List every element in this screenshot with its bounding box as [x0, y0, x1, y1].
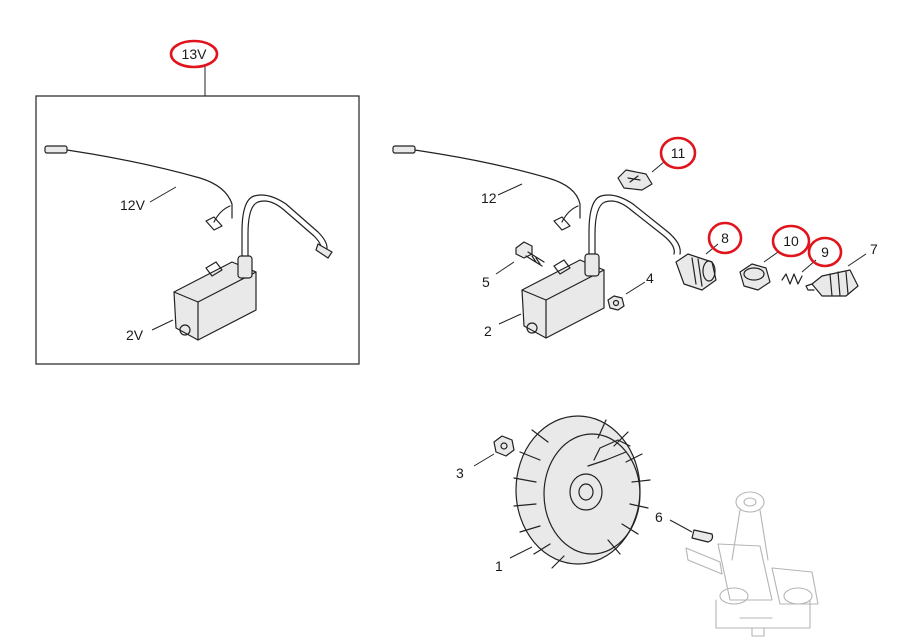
- flywheel-icon: [513, 415, 651, 569]
- ground-wire-12: [392, 145, 581, 231]
- nut-4: [607, 295, 625, 311]
- callout-2: 2: [484, 323, 492, 339]
- woodruff-key-6: [691, 529, 714, 543]
- spring-9: [781, 273, 803, 285]
- callout-9: 9: [821, 244, 829, 260]
- highlight-ring-11: [659, 136, 697, 170]
- callout-10: 10: [783, 233, 799, 249]
- assembly-frame: [35, 95, 360, 365]
- ignition-coil-icon: [173, 194, 333, 341]
- assembly-13v: 13V 12V 2V: [35, 39, 360, 365]
- grommet-11: [617, 169, 653, 191]
- flywheel-group: 3 1 6: [456, 415, 819, 637]
- terminal-cap-10: [739, 263, 771, 291]
- bolt-5: [515, 241, 545, 267]
- callout-12: 12: [481, 190, 497, 206]
- callout-13v: 13V: [182, 46, 208, 62]
- spark-plug-boot-icon: [675, 253, 717, 291]
- exploded-parts: 12 2 5 4: [392, 136, 878, 339]
- callout-4: 4: [646, 270, 654, 286]
- callout-5: 5: [482, 274, 490, 290]
- ignition-coil-2: [521, 194, 681, 339]
- callout-2v: 2V: [126, 327, 144, 343]
- highlight-ring-10: [771, 224, 811, 258]
- crankshaft-icon: [685, 491, 819, 637]
- highlight-ring-13v: [169, 39, 219, 69]
- terminal-7: [805, 269, 859, 297]
- callout-7: 7: [870, 241, 878, 257]
- nut-3: [493, 435, 515, 457]
- callout-12v: 12V: [120, 197, 146, 213]
- callout-6: 6: [655, 509, 663, 525]
- highlight-ring-9: [807, 236, 843, 268]
- callout-11: 11: [671, 145, 686, 161]
- callout-8: 8: [721, 230, 729, 246]
- callout-1: 1: [495, 558, 503, 574]
- callout-3: 3: [456, 465, 464, 481]
- ground-wire-12v: [44, 145, 233, 231]
- highlight-ring-8: [707, 221, 743, 255]
